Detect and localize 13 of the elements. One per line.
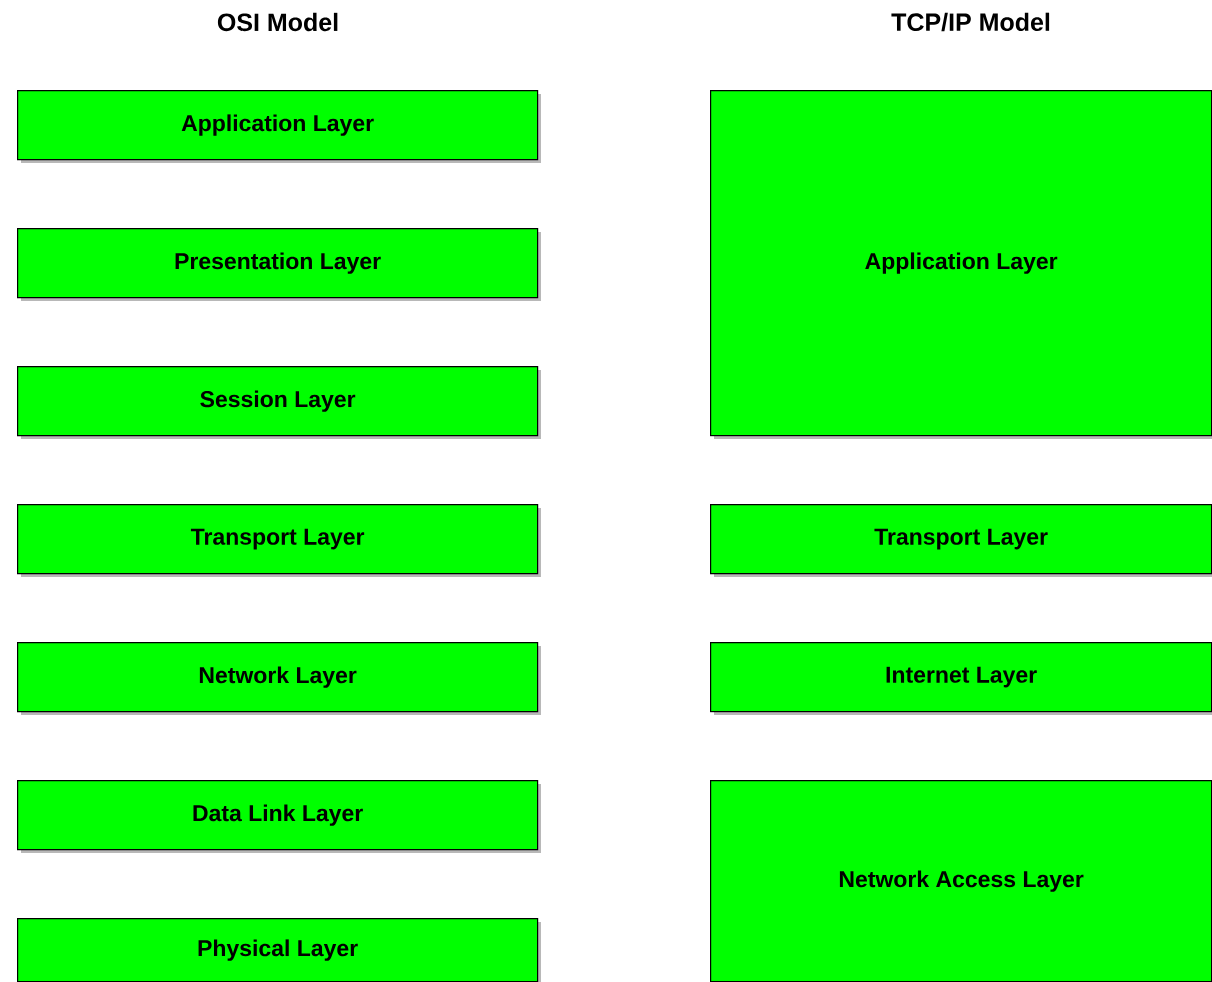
layer-box: Transport Layer (17, 504, 541, 577)
layer-box: Presentation Layer (17, 228, 541, 301)
layer-box: Internet Layer (710, 642, 1212, 715)
layer-box: Application Layer (710, 90, 1212, 439)
column-heading: OSI Model (217, 12, 338, 32)
layer-box: Session Layer (17, 366, 541, 439)
layer-box: Transport Layer (710, 504, 1212, 577)
layer-box: Data Link Layer (17, 780, 541, 853)
layer-box: Network Access Layer (710, 780, 1212, 982)
layer-box: Network Layer (17, 642, 541, 715)
layer-box: Application Layer (17, 90, 541, 163)
layer-box: Physical Layer (17, 918, 541, 982)
column-heading: TCP/IP Model (891, 12, 1050, 32)
